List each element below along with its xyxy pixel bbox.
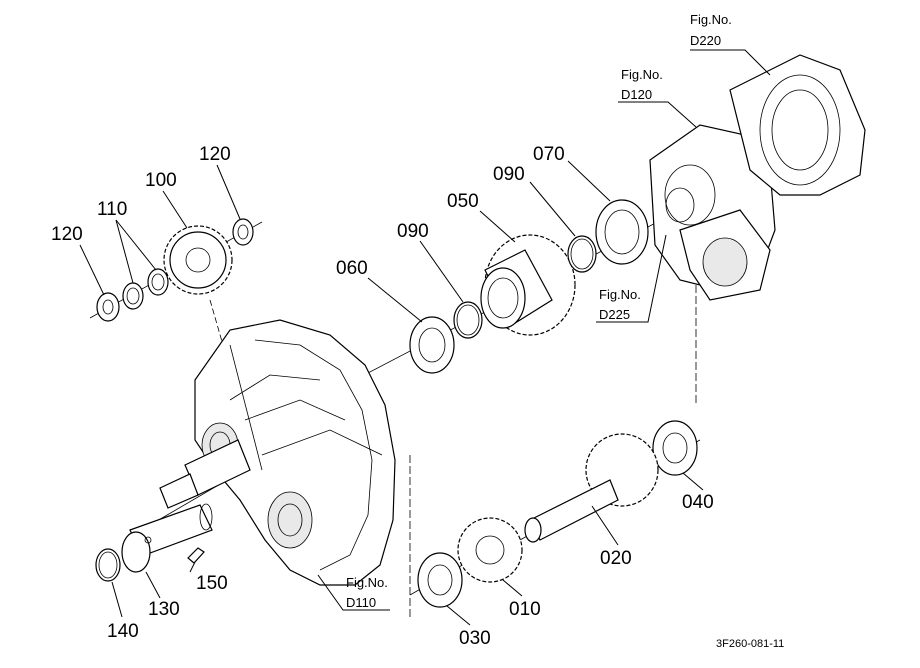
part-130-shaft: [121, 503, 213, 573]
part-020-shaft: [524, 433, 659, 543]
part-060-bearing: [409, 316, 455, 374]
label-020: 020: [600, 548, 632, 569]
part-030-bearing: [417, 552, 463, 608]
part-090-snap-ring-right: [567, 235, 597, 273]
leader-lines: [79, 49, 771, 626]
part-100-idler-gear: [163, 225, 233, 295]
label-060: 060: [336, 258, 368, 279]
label-070: 070: [533, 144, 565, 165]
label-030: 030: [459, 628, 491, 649]
fig-d225-title: Fig.No.: [599, 287, 641, 302]
fig-d110-title: Fig.No.: [346, 575, 388, 590]
label-110: 110: [97, 199, 127, 220]
fig-d220-title: Fig.No.: [690, 12, 732, 27]
part-labels: 120 110 100 120 060 090 050 090 070 040 …: [51, 144, 714, 649]
figure-ref-d225: Fig.No. D225: [599, 287, 641, 322]
transmission-case: [159, 319, 396, 586]
drawing-code: 3F260-081-11: [716, 638, 784, 650]
part-120-washer-left: [96, 292, 120, 322]
figure-ref-d110: Fig.No. D110: [346, 575, 388, 610]
fig-d110-code: D110: [346, 595, 376, 610]
label-120-left: 120: [51, 224, 83, 245]
fig-d120-title: Fig.No.: [621, 67, 663, 82]
label-130: 130: [148, 599, 180, 620]
label-090-left: 090: [397, 221, 429, 242]
label-090-right: 090: [493, 164, 525, 185]
part-120-washer-right: [232, 218, 254, 246]
label-040: 040: [682, 492, 714, 513]
label-140: 140: [107, 621, 139, 642]
figure-ref-d220: Fig.No. D220: [690, 12, 732, 48]
part-040-bearing: [652, 420, 698, 476]
label-150: 150: [196, 573, 228, 594]
part-090-snap-ring-left: [453, 301, 483, 339]
fig-d225-code: D225: [599, 307, 630, 322]
label-010: 010: [509, 599, 541, 620]
fig-d120-code: D120: [621, 87, 652, 102]
part-010-gear: [457, 517, 523, 583]
part-070-bearing: [595, 199, 649, 265]
assembly-d225: [679, 209, 771, 301]
fig-d220-code: D220: [690, 33, 721, 48]
label-120-right: 120: [199, 144, 231, 165]
part-150-pin: [187, 547, 205, 564]
label-050: 050: [447, 191, 479, 212]
part-140-snap-ring: [95, 548, 121, 582]
part-110-needle-bearings: [122, 268, 169, 310]
figure-ref-d120: Fig.No. D120: [621, 67, 663, 102]
part-050-gear: [480, 234, 576, 336]
assembly-d220: [729, 54, 866, 196]
label-100: 100: [145, 170, 177, 191]
